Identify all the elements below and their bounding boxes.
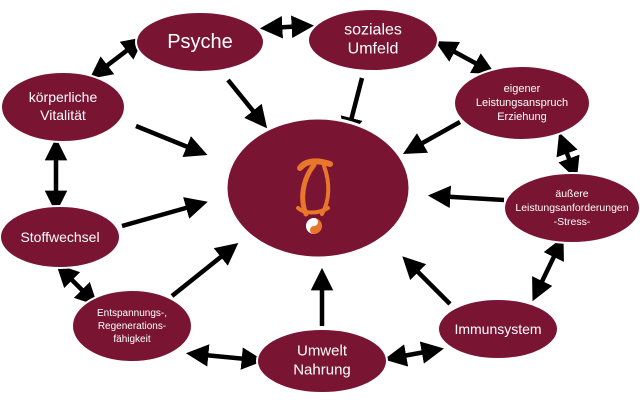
center-ellipse — [224, 116, 412, 260]
arrow-leistungsanforderungen-immunsystem — [532, 236, 564, 302]
arrow-vitalitaet-to-center — [135, 123, 208, 158]
leistungsanspruch-label-line-2: Leistungsanspruch — [476, 97, 568, 109]
yin-yang-figure-icon — [296, 158, 333, 234]
arrow-immunsystem-umwelt — [384, 341, 444, 367]
node-psyche: Psyche — [135, 11, 265, 73]
leistungsanforderungen-label-line-3: -Stress- — [554, 216, 591, 228]
arrow-immunsystem-to-center — [402, 256, 452, 306]
leistungsanforderungen-label-line-1: äußere — [555, 188, 588, 200]
umwelt_nahrung-label-line-1: Umwelt — [297, 342, 348, 359]
node-immunsystem-label: Immunsystem — [454, 321, 541, 337]
arrow-psyche-umfeld — [259, 15, 315, 39]
arrow-vitalitaet-psyche — [89, 37, 145, 79]
leistungsanspruch-label-line-1: eigener — [504, 83, 541, 95]
arrow-umwelt-entspannung — [185, 344, 265, 370]
arrows-layer — [44, 15, 580, 370]
arrow-leistungsanspruch-to-center — [402, 120, 462, 154]
node-entspannung-label: Entspannungs-, Regenerations-fähigkeit — [97, 308, 167, 345]
arrow-entspannung-to-center — [170, 242, 239, 298]
leistungsanforderungen-label-line-2: Leistungsanforderungen — [515, 202, 628, 214]
node-stoffwechsel: Stoffwechsel — [0, 205, 121, 269]
vitalitaet-label-line-2: Vitalität — [40, 107, 86, 123]
arrow-stoffwechsel-to-center — [121, 197, 208, 229]
vitalitaet-label-line-1: körperliche — [29, 89, 98, 105]
soziales_umfeld-label-line-1: soziales — [344, 22, 402, 39]
arrow-entspannung-stoffwechsel — [56, 264, 98, 306]
arrow-umfeld-leistungsanspruch — [434, 41, 496, 74]
center-node — [224, 116, 412, 260]
node-psyche-label: Psyche — [167, 31, 233, 53]
entspannung-label-line-1: Entspannungs-, — [97, 308, 167, 319]
arrow-leistungsanspruch-leistungsanforderungen — [556, 132, 580, 180]
leistungsanspruch-label-line-3: Erziehung — [497, 111, 547, 123]
node-entspannung: Entspannungs-, Regenerations-fähigkeit — [71, 289, 193, 363]
umwelt_nahrung-label-line-2: Nahrung — [293, 361, 351, 378]
node-immunsystem: Immunsystem — [437, 298, 559, 360]
psyche-label-line-1: Psyche — [167, 31, 233, 53]
immunsystem-label-line-1: Immunsystem — [454, 321, 541, 337]
node-stoffwechsel-label: Stoffwechsel — [20, 229, 99, 245]
entspannung-label-line-3: fähigkeit — [113, 334, 150, 345]
entspannung-label-line-2: Regenerations- — [98, 321, 166, 332]
soziales_umfeld-label-line-2: Umfeld — [348, 41, 399, 58]
stoffwechsel-label-line-1: Stoffwechsel — [20, 229, 99, 245]
arrow-psyche-to-center — [226, 78, 268, 129]
arrow-leistungsanforderungen-to-center — [427, 185, 505, 209]
